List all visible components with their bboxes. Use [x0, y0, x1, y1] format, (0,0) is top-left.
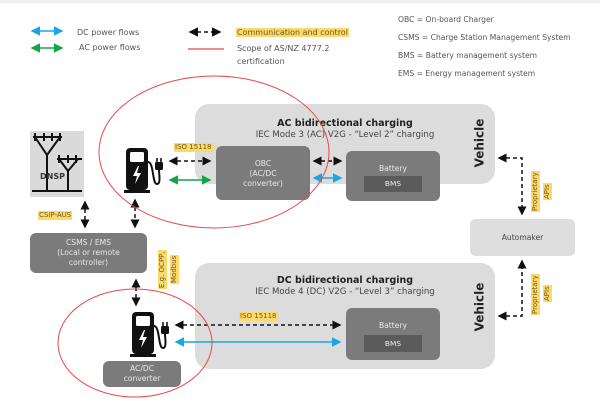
obc-label: OBC: [254, 159, 272, 168]
legend-scope-label-2: certification: [237, 57, 285, 66]
ac-panel-subtitle: IEC Mode 3 (AC) V2G - “Level 2” charging: [255, 130, 435, 140]
abbr-obc: OBC = On-board Charger: [398, 15, 494, 24]
dc-panel-title: DC bidirectional charging: [276, 275, 414, 286]
power-pole-icon: [32, 133, 82, 192]
obc-label-2: (AC/DC: [249, 169, 277, 178]
obc-label-3: converter): [243, 179, 283, 188]
legend-comm-label: Communication and control: [236, 28, 349, 37]
converter-label-1: AC/DC: [129, 364, 155, 373]
dc-iso-15118-label: ISO 15118: [239, 312, 278, 321]
ac-panel-title: AC bidirectional charging: [277, 118, 413, 129]
csms-label-3: controller): [68, 258, 109, 267]
top-border: [0, 0, 600, 3]
legend-ac-label: AC power flows: [79, 43, 141, 52]
dc-scope-ellipse: [57, 288, 213, 398]
ac-charger-icon: [124, 148, 163, 193]
abbr-bms: BMS = Battery management system: [398, 51, 538, 60]
converter-label-2: converter: [123, 374, 161, 383]
dc-panel-subtitle: IEC Mode 4 (DC) V2G - “Level 3” charging: [255, 287, 435, 297]
ac-vehicle-automaker-arrow: [497, 153, 527, 216]
automaker-box[interactable]: Automaker: [470, 219, 575, 256]
dc-bms-box: BMS: [364, 335, 422, 352]
automaker-label: Automaker: [501, 233, 544, 242]
ac-iso-15118-label: ISO 15118: [174, 143, 213, 152]
ac-battery-box: Battery BMS: [346, 151, 440, 201]
csip-aus-label: CSIP-AUS: [38, 211, 73, 220]
dc-vehicle-automaker-arrow: [497, 259, 527, 321]
dc-battery-label: Battery: [378, 321, 408, 330]
csms-label-1: CSMS / EMS: [65, 238, 112, 247]
ac-dc-converter-box: AC/DC converter: [103, 361, 181, 387]
abbr-csms: CSMS = Charge Station Management System: [398, 33, 571, 42]
legend-dc-label: DC power flows: [77, 28, 140, 37]
dnsp-label: DNSP: [40, 172, 65, 181]
dc-battery-box: Battery BMS: [346, 308, 440, 360]
dnsp-box: DNSP: [30, 131, 84, 197]
abbr-ems: EMS = Energy management system: [398, 69, 536, 78]
obc-box: OBC (AC/DC converter): [216, 146, 310, 200]
csms-label-2: (Local or remote: [57, 248, 120, 257]
ac-battery-label: Battery: [378, 164, 408, 173]
legend-scope-label-1: Scope of AS/NZ 4777.2: [237, 44, 330, 53]
ac-bms-box: BMS: [364, 176, 422, 192]
ac-scope-ellipse: [98, 75, 330, 229]
dc-charger-icon: [130, 312, 169, 357]
csms-ems-box[interactable]: CSMS / EMS (Local or remote controller): [30, 233, 147, 273]
